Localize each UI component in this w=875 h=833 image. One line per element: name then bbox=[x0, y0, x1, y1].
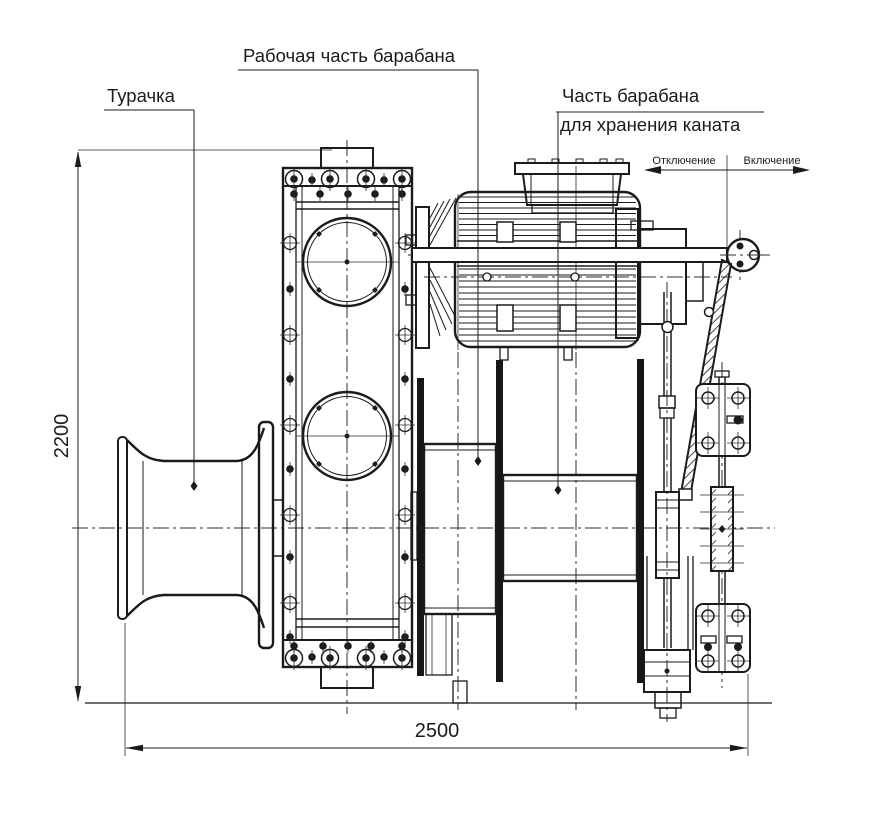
working-drum-section bbox=[422, 442, 498, 616]
dimension-length-2500: 2500 bbox=[124, 623, 749, 756]
label-storage-drum-2: для хранения каната bbox=[560, 114, 741, 135]
gear-cover-upper bbox=[296, 216, 399, 308]
dim-value-length: 2500 bbox=[415, 720, 460, 742]
callout-leaders bbox=[104, 69, 764, 495]
end-shield bbox=[615, 208, 639, 339]
clutch-direction-arrows: Отключение Включение bbox=[644, 155, 810, 248]
gearbox bbox=[279, 147, 416, 689]
label-engage: Включение bbox=[744, 155, 801, 167]
drum-flange-right bbox=[637, 359, 644, 683]
cable-drum bbox=[410, 359, 644, 704]
label-storage-drum-1: Часть барабана bbox=[562, 85, 700, 106]
arrow-engage bbox=[727, 166, 810, 174]
arrow-disengage bbox=[644, 166, 727, 174]
dimension-height-2200: 2200 bbox=[51, 149, 332, 702]
handwheel bbox=[720, 237, 766, 273]
tie-rod-turnbuckle bbox=[700, 370, 744, 663]
label-turachka: Турачка bbox=[107, 85, 176, 106]
warping-head bbox=[117, 420, 283, 650]
mounting-bracket-top bbox=[695, 383, 751, 457]
clutch-lever bbox=[678, 258, 733, 501]
drum-flange-left bbox=[417, 378, 424, 676]
mounting-bracket-bottom bbox=[695, 603, 751, 673]
gear-cover-lower bbox=[296, 390, 399, 482]
electric-motor bbox=[405, 158, 704, 361]
terminal-box bbox=[514, 158, 630, 214]
motor-fins bbox=[459, 196, 636, 342]
clutch-control-shaft bbox=[411, 247, 728, 263]
label-working-drum: Рабочая часть барабана bbox=[243, 45, 456, 66]
storage-drum-section bbox=[501, 473, 639, 583]
dim-value-height: 2200 bbox=[51, 414, 73, 459]
drum-flange-middle bbox=[496, 360, 503, 682]
label-disengage: Отключение bbox=[652, 155, 715, 167]
